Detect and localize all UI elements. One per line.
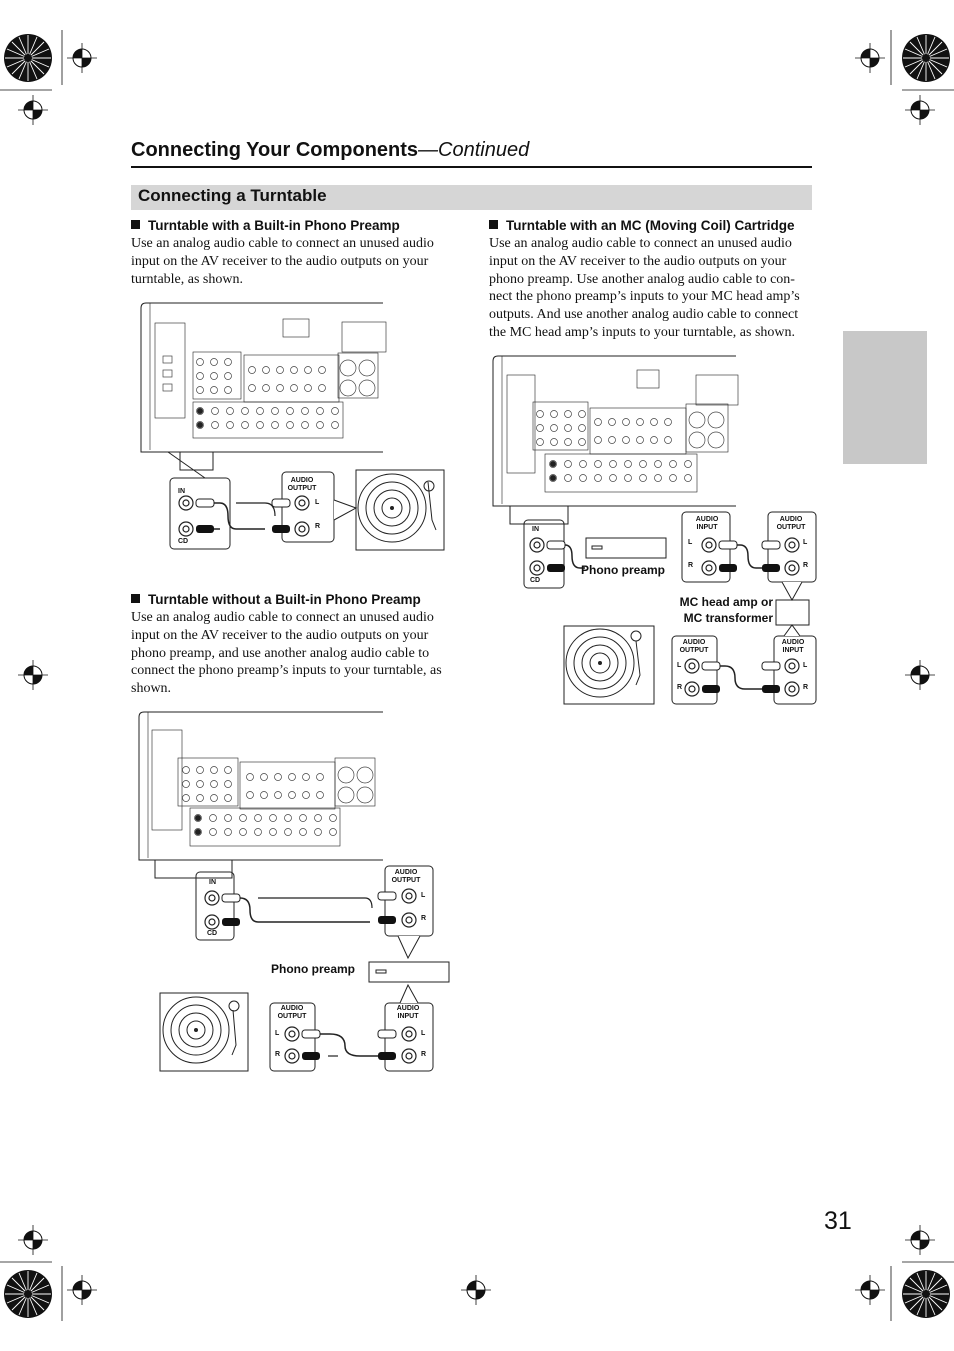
label-line: AUDIO [682,639,706,646]
text-line: the MC head amp’s inputs to your turntab… [489,324,796,340]
paragraph-without: Use an analog audio cable to connect an … [131,609,442,698]
label-phono-preamp-2: Phono preamp [271,962,356,976]
label-cd-3: CD [530,577,541,584]
label-line: AUDIO [280,1005,304,1012]
label-line: OUTPUT [679,647,709,654]
label-l-1: L [315,499,320,506]
label-line: INPUT [696,524,718,531]
label-line: OUTPUT [391,877,421,884]
paragraph-builtin: Use an analog audio cable to connect an … [131,235,434,288]
label-line: OUTPUT [776,524,806,531]
label-l-6: L [803,539,808,546]
square-bullet-icon [489,220,498,229]
label-mc-head-amp: MC head amp or MC transformer [671,594,773,626]
label-l-5: L [688,539,693,546]
label-l-4: L [421,1030,426,1037]
label-r-2: R [421,915,427,922]
label-phono-preamp-3: Phono preamp [581,563,666,577]
text-line: phono preamp, and use another analog aud… [131,645,430,661]
label-l-3: L [275,1030,280,1037]
label-r-5: R [688,562,694,569]
heading-builtin-text: Turntable with a Built-in Phono Preamp [148,218,400,233]
square-bullet-icon [131,220,140,229]
label-r-7: R [677,684,683,691]
text-line: input on the AV receiver to the audio ou… [489,253,787,269]
text-line: Use an analog audio cable to connect an … [131,610,434,625]
heading-without: Turntable without a Built-in Phono Pream… [131,592,421,607]
paragraph-mc: Use an analog audio cable to connect an … [489,235,800,342]
text-line: turntable, as shown. [131,271,243,287]
label-l-8: L [803,662,808,669]
label-line: AUDIO [290,477,314,484]
text-line: outputs. And use another analog audio ca… [489,307,799,323]
square-bullet-icon [131,594,140,603]
label-r-6: R [803,562,809,569]
label-line: AUDIO [781,639,805,646]
header-continued: —Continued [418,139,530,161]
label-line: INPUT [397,1013,419,1020]
text-line: input on the AV receiver to the audio ou… [131,627,429,643]
header-title-text: Connecting Your Components [131,139,419,161]
text-line: Use an analog audio cable to connect an … [489,236,792,251]
label-line: AUDIO [394,869,418,876]
label-line: MC head amp or [679,595,773,609]
label-r-1: R [315,523,321,530]
text-line: phono preamp. Use another analog audio c… [489,271,795,287]
label-line: AUDIO [396,1005,420,1012]
label-r-8: R [803,684,809,691]
label-in-1: IN [178,488,185,495]
label-line: AUDIO [695,516,719,523]
label-line: MC transformer [683,611,773,625]
heading-mc: Turntable with an MC (Moving Coil) Cartr… [489,218,795,233]
label-cd-1: CD [178,538,189,545]
page-number: 31 [824,1207,852,1235]
label-cd-2: CD [207,930,218,937]
section-title: Connecting a Turntable [138,186,327,205]
text-line: nect the phono preamp’s inputs to your M… [489,289,800,305]
text-line: shown. [131,681,172,697]
side-tab [843,331,927,464]
label-in-3: IN [532,526,539,533]
label-line: OUTPUT [287,485,317,492]
page-header-title: Connecting Your Components—Continued [131,139,529,162]
section-bar [131,185,812,210]
label-line: AUDIO [779,516,803,523]
text-line: Use an analog audio cable to connect an … [131,236,434,251]
heading-mc-text: Turntable with an MC (Moving Coil) Cartr… [506,218,795,233]
header-rule [131,166,812,168]
label-l-7: L [677,662,682,669]
label-l-2: L [421,892,426,899]
heading-without-text: Turntable without a Built-in Phono Pream… [148,592,421,607]
text-line: input on the AV receiver to the audio ou… [131,253,429,269]
label-in-2: IN [209,879,216,886]
heading-builtin: Turntable with a Built-in Phono Preamp [131,218,400,233]
label-r-3: R [275,1051,281,1058]
label-line: INPUT [782,647,804,654]
label-line: OUTPUT [277,1013,307,1020]
label-r-4: R [421,1051,427,1058]
text-line: connect the phono preamp’s inputs to you… [131,663,442,679]
